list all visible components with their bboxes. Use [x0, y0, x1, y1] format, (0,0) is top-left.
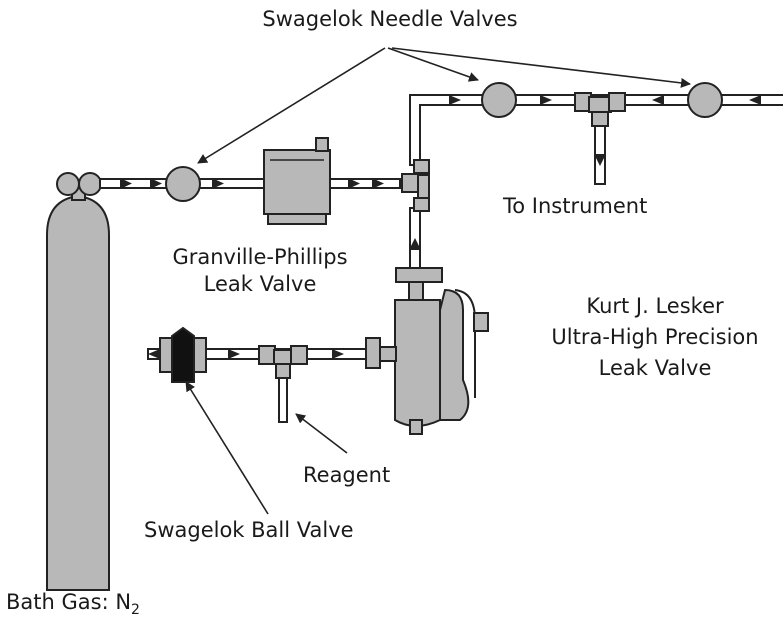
main-gas-line: [99, 178, 401, 189]
label-granville-line2: Leak Valve: [203, 272, 317, 296]
label-lesker-line3: Leak Valve: [598, 356, 712, 380]
callout-lines: [185, 47, 691, 515]
needle-valve-3: [687, 82, 723, 118]
gas-cylinder: [46, 172, 110, 591]
needle-valve-2: [481, 82, 517, 118]
callout-needle-valve-2: [387, 47, 479, 82]
label-lesker-line2: Ultra-High Precision: [551, 325, 759, 349]
label-reagent: Reagent: [303, 463, 391, 487]
top-line-flow-arrows: [449, 95, 761, 105]
lesker-leak-valve: [394, 267, 489, 435]
label-bath-gas-subscript: 2: [131, 602, 140, 618]
label-to-instrument: To Instrument: [503, 194, 648, 218]
granville-phillips-leak-valve: [263, 137, 331, 225]
tee-fitting-main: [401, 159, 430, 212]
label-bath-gas: Bath Gas: N2: [6, 589, 140, 624]
label-needle-valves: Swagelok Needle Valves: [262, 7, 518, 31]
ball-valve: [159, 326, 207, 383]
label-bath-gas-prefix: Bath Gas: N: [6, 590, 132, 614]
needle-valve-1: [165, 166, 201, 202]
callout-needle-valve-3: [391, 47, 691, 88]
label-ball-valve: Swagelok Ball Valve: [144, 518, 354, 542]
label-granville-line1: Granville-Phillips: [172, 245, 348, 269]
label-lesker-line1: Kurt J. Lesker: [586, 294, 724, 318]
callout-ball-valve: [185, 381, 269, 515]
callout-needle-valve-1: [197, 47, 386, 164]
tee-fitting-instrument: [574, 92, 626, 185]
label-granville-phillips: Granville-Phillips Leak Valve: [130, 244, 390, 298]
label-lesker: Kurt J. Lesker Ultra-High Precision Leak…: [520, 291, 783, 384]
tee-fitting-reagent: [258, 345, 308, 423]
callout-reagent: [295, 413, 348, 454]
